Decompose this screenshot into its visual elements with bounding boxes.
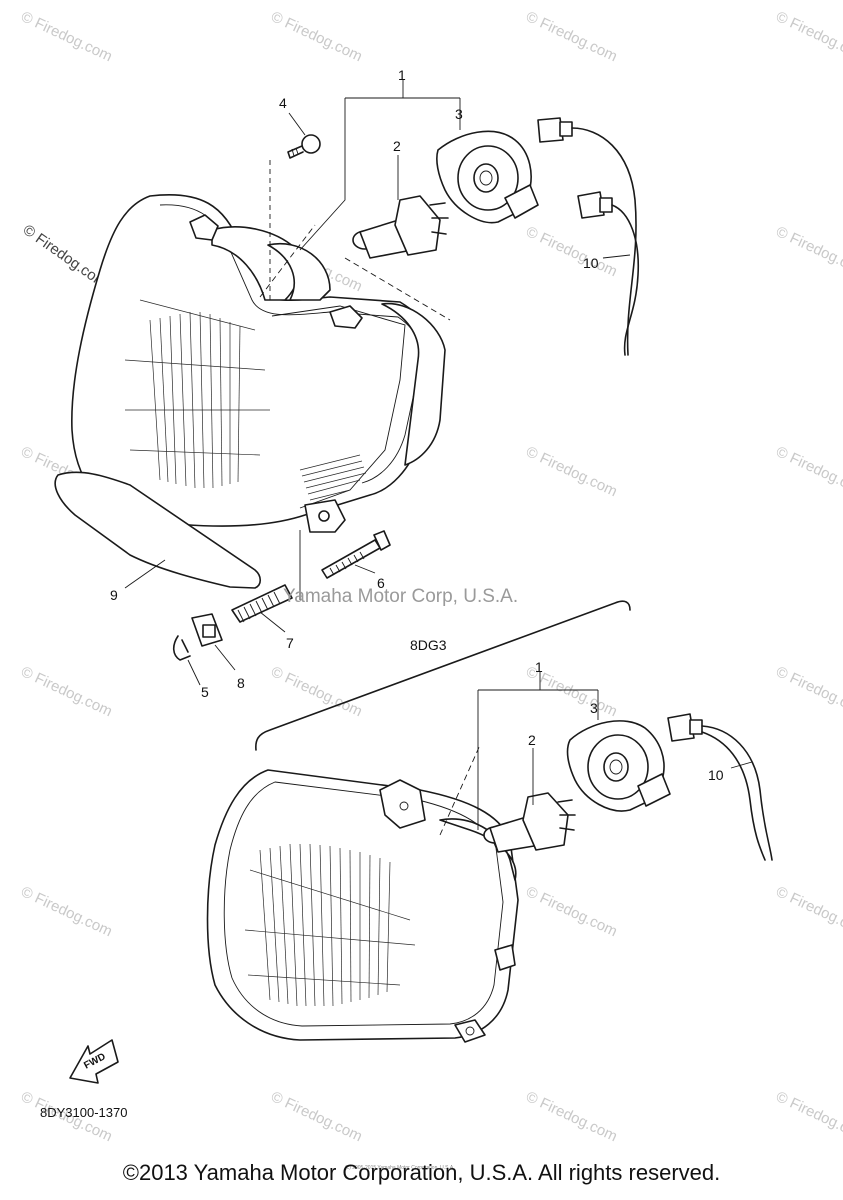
callouts-top: 1 2 3 4 5 6 7 8 9 10 (110, 67, 599, 700)
variant-bracket: 8DG3 (255, 600, 631, 751)
watermark-text: © Firedog.com (523, 8, 620, 65)
watermark-text: © Firedog.com (773, 1088, 843, 1145)
watermark-text: © Firedog.com (18, 883, 115, 940)
diagram-code: 8DY3100-1370 (40, 1105, 127, 1120)
watermark-text: © Firedog.com (523, 443, 620, 500)
small-copyright: (c) 2005-2015 Yamaha Motor Corporation, … (345, 1165, 455, 1171)
callout-3: 3 (590, 700, 598, 716)
callout-4: 4 (279, 95, 287, 111)
callout-6: 6 (377, 575, 385, 591)
callout-leaders-bottom (477, 672, 753, 830)
fwd-arrow-icon: FWD (69, 1039, 119, 1084)
watermark-text: © Firedog.com (773, 8, 843, 65)
clip-part5 (172, 635, 191, 661)
headlight-assembly-bottom (206, 744, 521, 1043)
bolt-part6 (321, 530, 391, 579)
copyright-footer: ©2013 Yamaha Motor Corporation, U.S.A. A… (122, 1160, 721, 1185)
wire-harness-part10-bottom (667, 713, 773, 861)
callout-2: 2 (393, 138, 401, 154)
socket-cover-part3-top (436, 130, 539, 224)
callout-5: 5 (201, 684, 209, 700)
watermark-text: © Firedog.com (773, 883, 843, 940)
watermark-text: © Firedog.com (523, 883, 620, 940)
watermark-text: © Firedog.com (523, 223, 620, 280)
nut-part8 (191, 613, 223, 647)
callout-9: 9 (110, 587, 118, 603)
callout-10: 10 (708, 767, 724, 783)
watermark-text: © Firedog.com (268, 1088, 365, 1145)
callout-1: 1 (535, 659, 543, 675)
watermark-text: © Firedog.com (773, 663, 843, 720)
watermark-text: © Firedog.com (523, 1088, 620, 1145)
watermark-text: © Firedog.com (18, 663, 115, 720)
callout-8: 8 (237, 675, 245, 691)
watermark-text: © Firedog.com (18, 8, 115, 65)
headlight-assembly-top (71, 193, 451, 600)
bulb-part2-bottom (483, 792, 576, 853)
socket-cover-part3-bottom (566, 720, 671, 812)
watermark-company: Yamaha Motor Corp, U.S.A. (283, 586, 518, 607)
visor-strip-part9 (54, 471, 262, 589)
bulb-part2-top (352, 195, 449, 259)
watermark-text: © Firedog.com (268, 8, 365, 65)
callout-7: 7 (286, 635, 294, 651)
callout-3: 3 (455, 106, 463, 122)
spring-part7 (231, 584, 293, 623)
callouts-bottom: 1 2 3 10 (528, 659, 724, 783)
callout-leaders-top (124, 80, 631, 686)
variant-label: 8DG3 (410, 637, 447, 653)
callout-10: 10 (583, 255, 599, 271)
wire-harness-part10-top (537, 117, 640, 356)
screw-part4 (269, 134, 321, 300)
watermark-text: © Firedog.com (268, 663, 365, 720)
watermark-text: © Firedog.com (773, 223, 843, 280)
callout-1: 1 (398, 67, 406, 83)
callout-2: 2 (528, 732, 536, 748)
watermark-text: © Firedog.com (773, 443, 843, 500)
